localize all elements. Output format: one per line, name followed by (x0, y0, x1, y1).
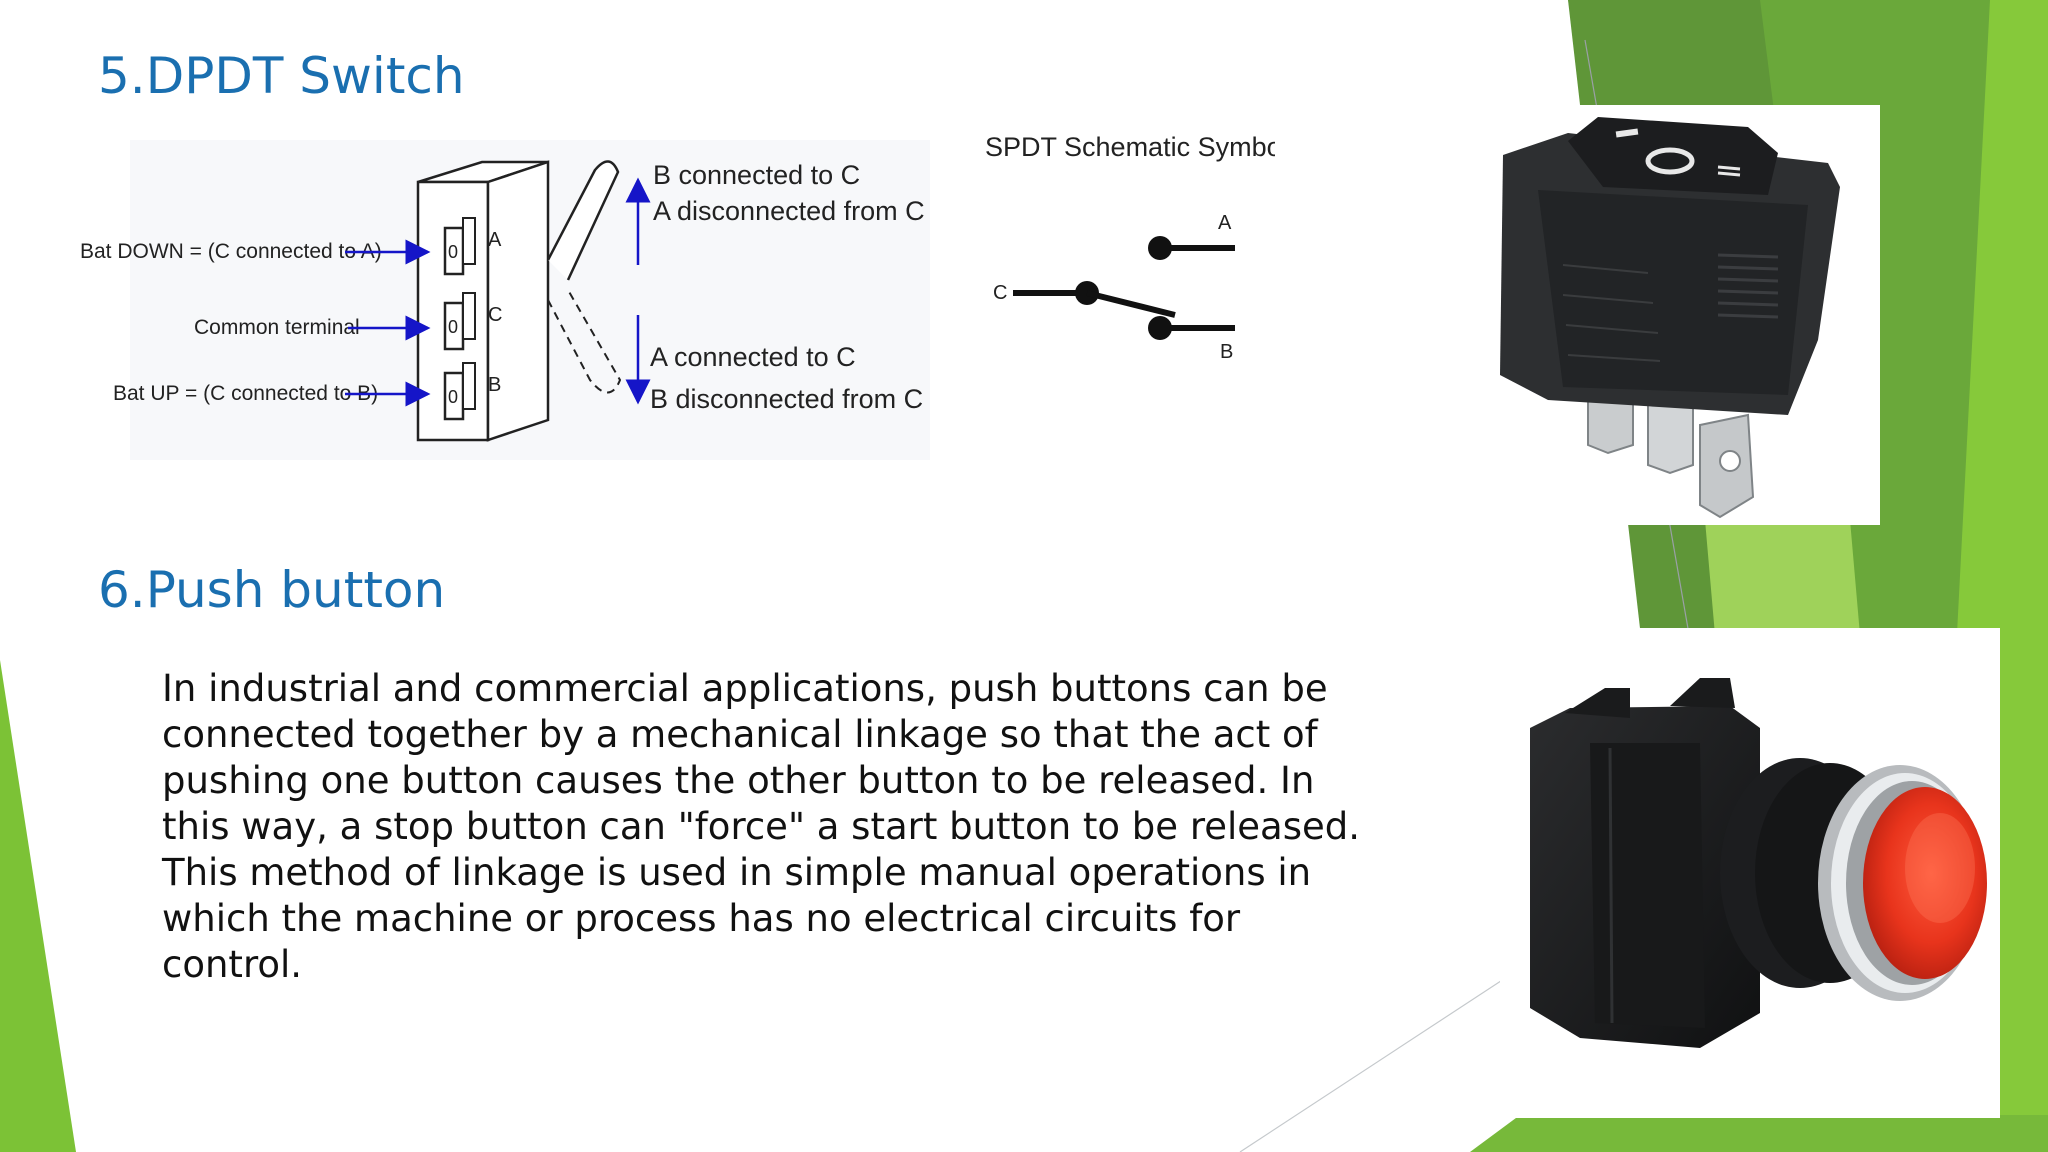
terminal-c-label: C (488, 304, 502, 326)
switch-bat-up (546, 160, 620, 281)
schematic-title: SPDT Schematic Symbol (985, 132, 1275, 162)
schematic-label-a: A (1218, 212, 1232, 234)
up-state-line-2: A disconnected from C (653, 196, 925, 226)
down-state-line-1: A connected to C (650, 342, 856, 372)
terminal-c: 0 C (443, 292, 502, 351)
down-state-line-2: B disconnected from C (650, 384, 923, 414)
switch-bat-down (547, 289, 622, 394)
push-button-description: In industrial and commercial application… (162, 667, 1360, 986)
rocker-switch-photo (1448, 105, 1880, 525)
terminal-b-zero: 0 (448, 387, 458, 407)
terminal-a-label: A (488, 229, 502, 251)
left-green-wedge (0, 660, 76, 1152)
dpdt-switch-title: 5.DPDT Switch (98, 47, 465, 105)
bat-down-label: Bat DOWN = (C connected to A) (80, 240, 382, 263)
push-button-title: 6.Push button (98, 561, 446, 619)
schematic-label-c: C (993, 282, 1007, 304)
switch-body-side (486, 160, 550, 442)
toggle-switch-diagram: 0 A 0 C 0 B Bat DOWN = (C connected to A… (80, 140, 930, 460)
terminal-a: 0 A (443, 217, 502, 276)
schematic-label-b: B (1220, 341, 1233, 363)
terminal-b-label: B (488, 374, 501, 396)
terminal-c-zero: 0 (448, 317, 458, 337)
terminal-a-zero: 0 (448, 242, 458, 262)
bat-up-label: Bat UP = (C connected to B) (113, 382, 378, 405)
terminal-b: 0 B (443, 362, 501, 421)
switch-blade (1086, 290, 1176, 318)
bottom-green-strip (1470, 1115, 2048, 1152)
common-terminal-label: Common terminal (194, 316, 360, 339)
push-button-photo (1500, 628, 2000, 1118)
spdt-schematic-symbol: SPDT Schematic Symbol A C B (985, 132, 1275, 363)
up-state-line-1: B connected to C (653, 160, 860, 190)
thin-decor-line-lower (1239, 974, 1511, 1152)
